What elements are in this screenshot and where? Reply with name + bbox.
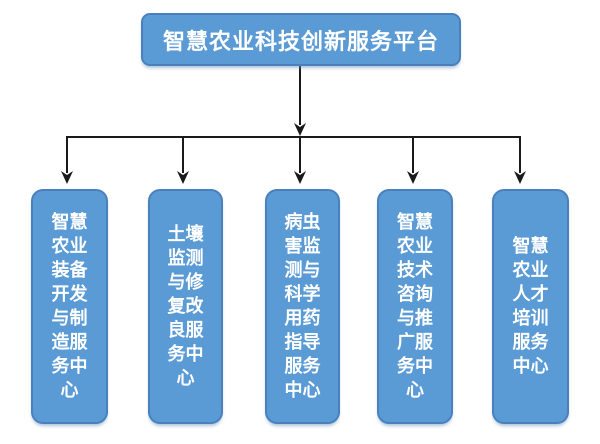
arrowhead-drop-5 <box>514 171 526 184</box>
child-node-label: 智慧农业装备开发与制造服务中心 <box>51 211 88 401</box>
child-node-label: 智慧农业技术咨询与推广服务中心 <box>396 211 433 401</box>
child-node-pest: 病虫害监测与科学用药指导服务中心 <box>265 189 340 424</box>
child-node-label: 病虫害监测与科学用药指导服务中心 <box>284 211 321 401</box>
arrowhead-drop-1 <box>61 171 73 184</box>
arrowhead-drop-4 <box>407 171 419 184</box>
child-node-equipment: 智慧农业装备开发与制造服务中心 <box>31 189 108 424</box>
arrowhead-drop-2 <box>177 171 189 184</box>
child-node-consulting: 智慧农业技术咨询与推广服务中心 <box>377 189 453 424</box>
child-node-training: 智慧农业人才培训服务中心 <box>492 189 569 424</box>
child-node-soil: 土壤监测与修复改良服务中心 <box>148 189 223 424</box>
child-node-label: 智慧农业人才培训服务中心 <box>512 235 549 377</box>
child-node-label: 土壤监测与修复改良服务中心 <box>167 223 204 389</box>
root-node-label: 智慧农业科技创新服务平台 <box>162 29 439 55</box>
arrowhead-drop-3 <box>294 171 306 184</box>
arrowhead-root <box>294 123 306 136</box>
root-node: 智慧农业科技创新服务平台 <box>141 13 461 66</box>
